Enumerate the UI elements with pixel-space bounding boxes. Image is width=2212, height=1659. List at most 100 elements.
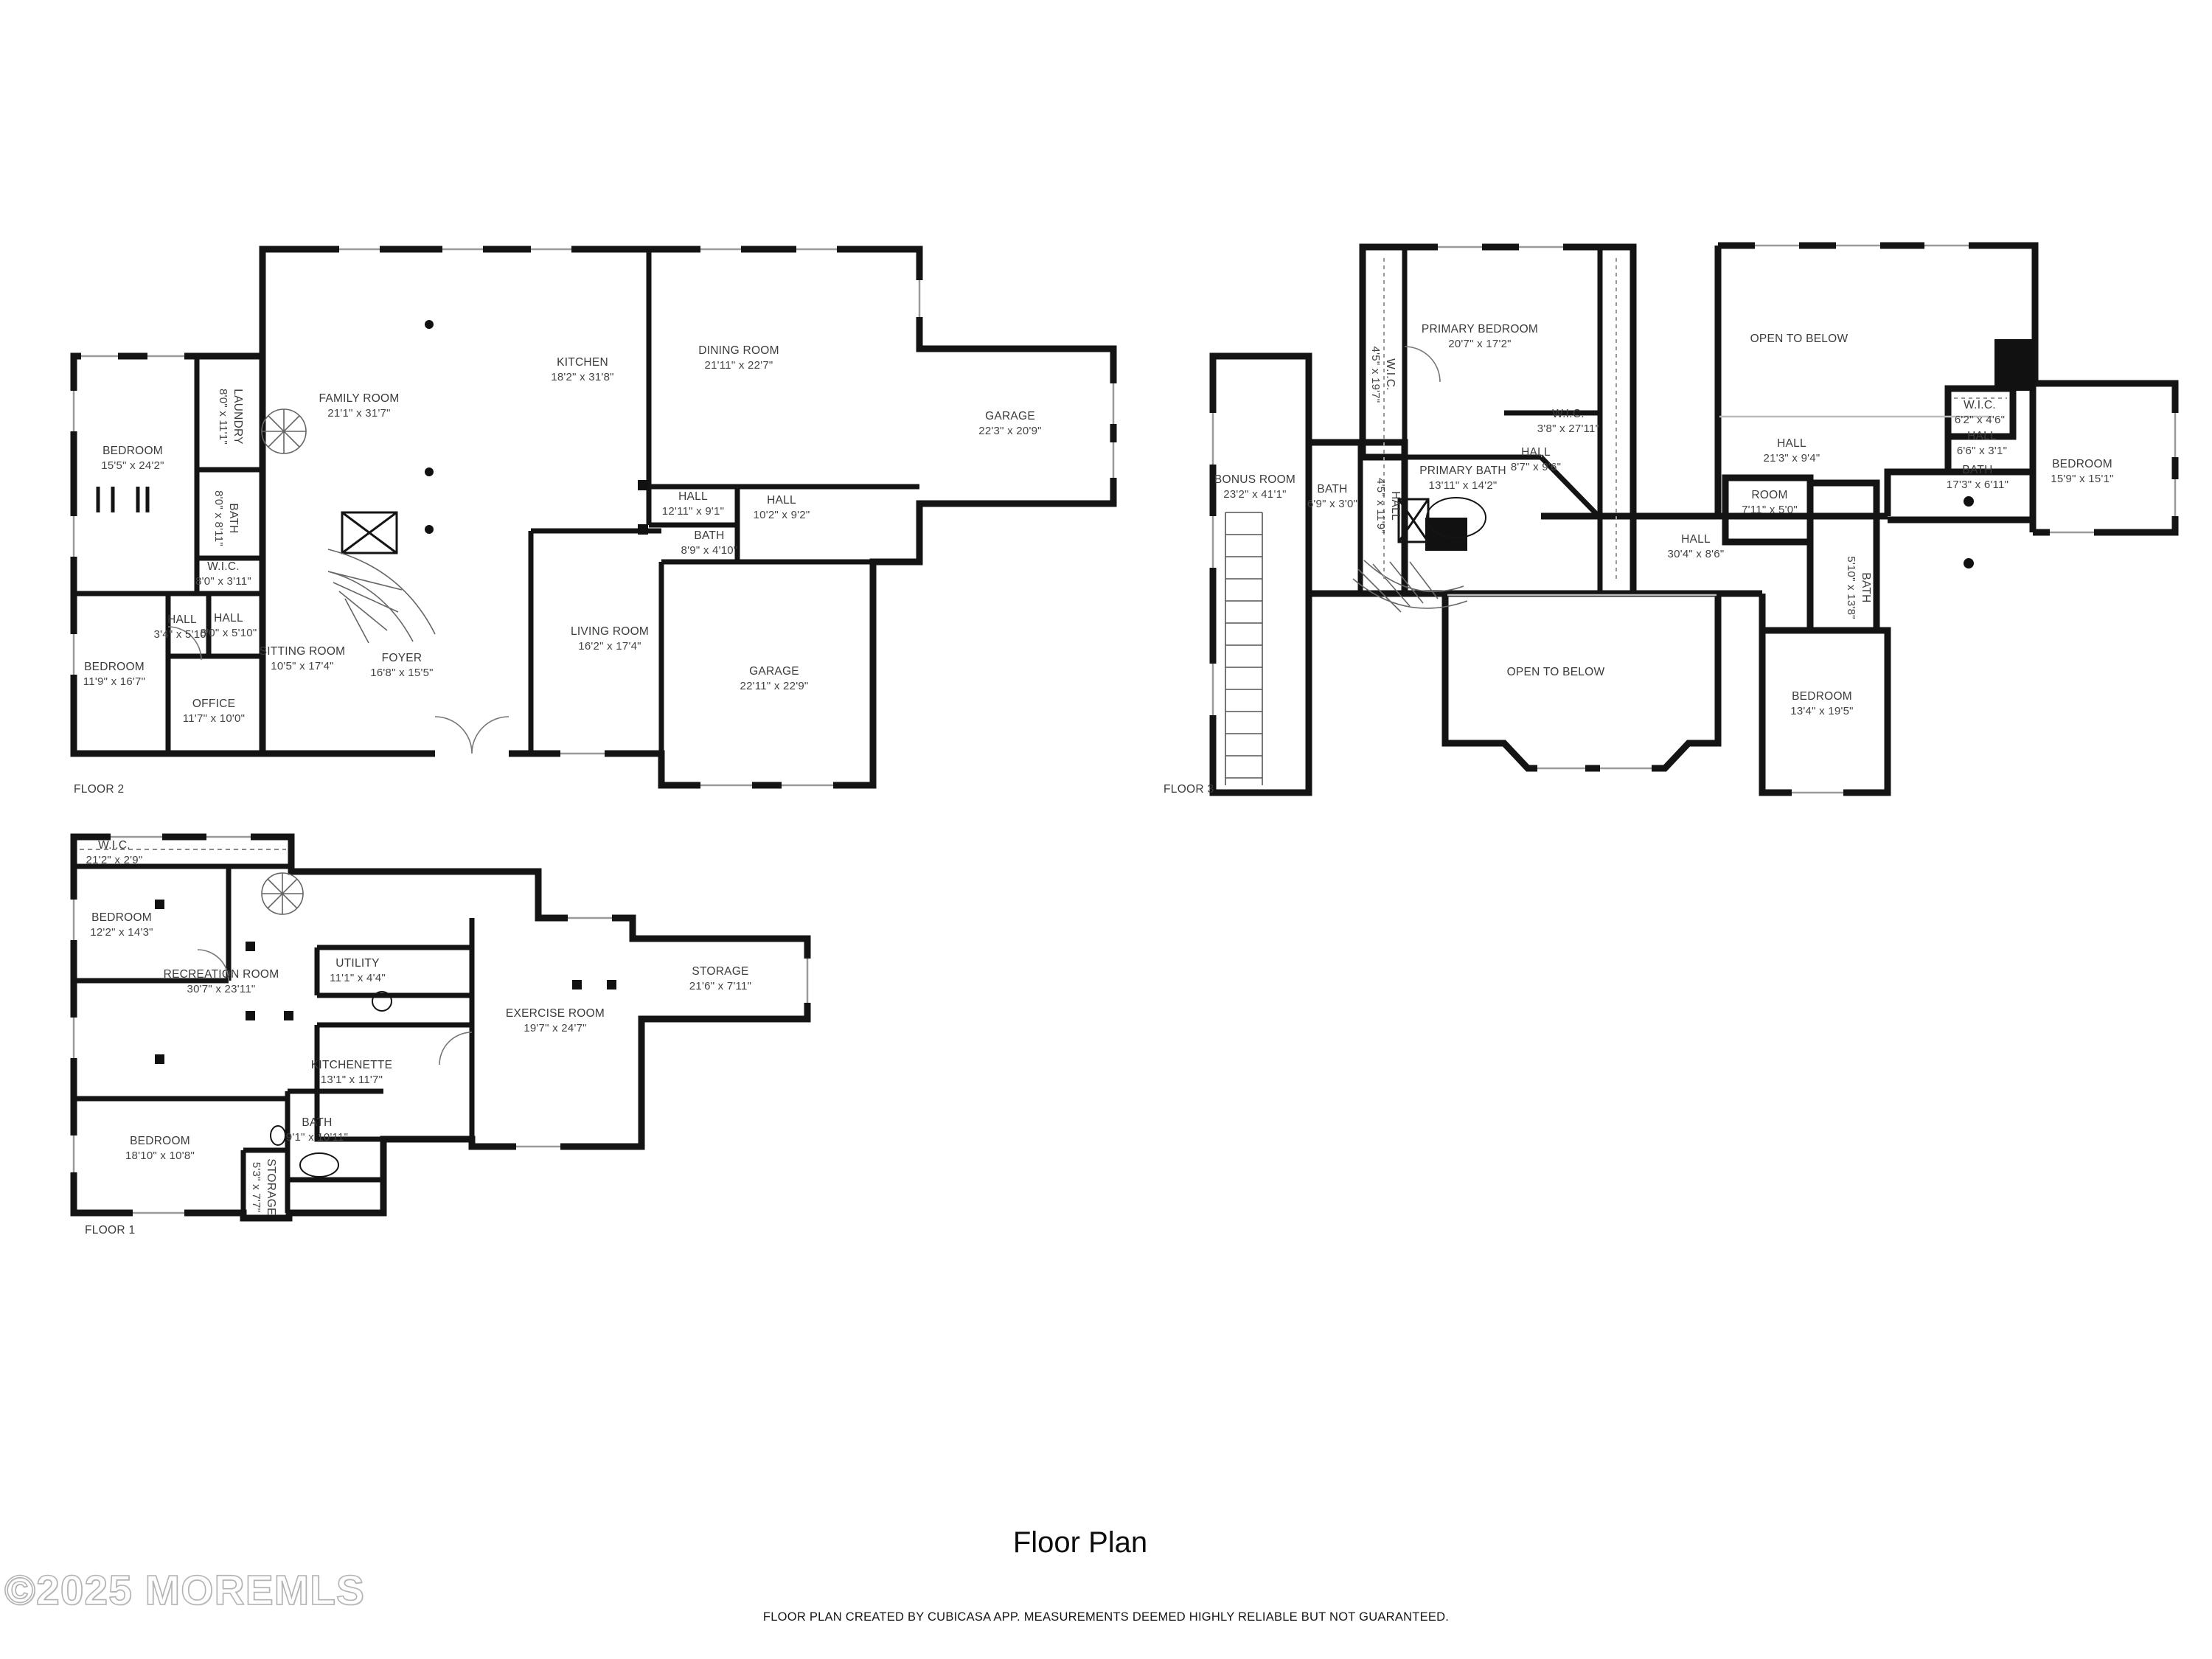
room-dimensions: 21'2" x 2'9" [86, 854, 143, 867]
room-label: KITCHEN 18'2" x 31'8" [551, 355, 614, 385]
room-dimensions: 30'4" x 8'6" [1667, 548, 1725, 561]
room-name: LIVING ROOM [570, 625, 650, 638]
room-name: OPEN TO BELOW [1506, 665, 1605, 678]
room-name: BEDROOM [102, 444, 163, 457]
room-dimensions: 11'1" x 4'4" [330, 972, 386, 985]
room-dimensions: 3'4" x 5'10" [153, 628, 211, 641]
room-name: BEDROOM [84, 660, 145, 673]
room-name: BEDROOM [130, 1134, 190, 1147]
room-name: EXERCISE ROOM [505, 1006, 605, 1020]
room-dimensions: 6'6" x 3'1" [1956, 445, 2008, 458]
room-name: BEDROOM [1792, 689, 1852, 703]
floor-label: FLOOR 1 [85, 1224, 136, 1237]
room-name: LAUNDRY [232, 389, 245, 445]
room-name: KITCHEN [557, 355, 608, 369]
room-name: OFFICE [192, 697, 236, 710]
room-dimensions: 4'5" x 11'9" [1374, 478, 1387, 534]
room-name: BATH [1962, 463, 1993, 476]
room-dimensions: 8'7" x 9'6" [1510, 461, 1562, 474]
room-dimensions: 5'10" x 13'8" [1844, 556, 1857, 619]
room-dimensions: 6'9" x 3'0" [1307, 498, 1358, 511]
room-name: STORAGE [692, 964, 749, 978]
room-label: HALL 30'4" x 8'6" [1668, 532, 1725, 562]
room-dimensions: 10'5" x 17'4" [271, 660, 334, 673]
room-name: RECREATION ROOM [163, 967, 279, 981]
room-label: PRIMARY BATH 13'11" x 14'2" [1419, 464, 1506, 493]
room-dimensions: 6'2" x 4'6" [1954, 414, 2006, 427]
room-name: BATH [1317, 482, 1348, 495]
room-dimensions: 30'7" x 23'11" [187, 983, 256, 996]
room-dimensions: 8'0" x 3'11" [195, 575, 251, 588]
room-dimensions: 13'11" x 14'2" [1428, 479, 1498, 493]
room-name: W.I.C. [98, 838, 131, 852]
room-dimensions: 22'11" x 22'9" [740, 680, 809, 693]
room-name: UTILITY [335, 956, 380, 970]
mls-watermark: ©2025 MOREMLS [4, 1566, 365, 1615]
room-label: HALL 10'2" x 9'2" [754, 493, 810, 523]
room-dimensions: 21'3" x 9'4" [1763, 452, 1820, 465]
room-dimensions: 8'0" x 5'10" [200, 627, 257, 640]
room-name: BONUS ROOM [1214, 473, 1296, 486]
room-name: GARAGE [749, 664, 799, 678]
room-label: OPEN TO BELOW [1507, 665, 1605, 680]
room-name: HALL [214, 611, 243, 625]
room-dimensions: 5'3" x 7'7" [249, 1161, 262, 1213]
room-label: BEDROOM 18'10" x 10'8" [125, 1134, 195, 1164]
room-dimensions: 21'6" x 7'11" [689, 980, 752, 993]
room-dimensions: 12'11" x 9'1" [661, 505, 725, 518]
page-title: Floor Plan [1012, 1526, 1148, 1559]
room-label: W.I.C.4'5" x 19'7" [1368, 347, 1397, 403]
disclaimer-text: FLOOR PLAN CREATED BY CUBICASA APP. MEAS… [762, 1610, 1450, 1624]
room-name: BATH [1860, 572, 1873, 603]
room-name: HALL [1967, 429, 1997, 442]
room-label: W.I.C.8'0" x 3'11" [195, 560, 251, 589]
room-dimensions: 20'7" x 17'2" [1448, 338, 1512, 351]
room-name: STORAGE [265, 1158, 278, 1216]
room-name: DINING ROOM [698, 344, 779, 357]
room-label: W.I.C.6'2" x 4'6" [1955, 398, 2005, 428]
room-name: BATH [302, 1116, 333, 1129]
room-label: HALL 6'6" x 3'1" [1957, 429, 2007, 459]
room-label: GARAGE 22'11" x 22'9" [740, 664, 809, 694]
room-dimensions: 23'2" x 41'1" [1223, 488, 1287, 501]
room-dimensions: 13'1" x 11'7" [320, 1074, 383, 1087]
room-name: HALL [767, 493, 796, 507]
room-dimensions: 9'1" x 10'11" [285, 1131, 349, 1144]
room-dimensions: 10'2" x 9'2" [753, 509, 810, 522]
room-dimensions: 18'2" x 31'8" [551, 371, 614, 384]
room-name: OPEN TO BELOW [1750, 332, 1848, 345]
room-label: OPEN TO BELOW [1750, 332, 1848, 347]
room-name: BATH [694, 529, 725, 542]
window-symbols [69, 241, 2180, 1217]
room-label: UTILITY 11'1" x 4'4" [330, 956, 386, 986]
room-name: PRIMARY BATH [1419, 464, 1506, 477]
room-dimensions: 8'0" x 8'11" [212, 490, 225, 546]
room-name: HALL [678, 490, 708, 503]
room-name: KITCHENETTE [310, 1058, 393, 1071]
room-name: W.I.C. [1384, 358, 1397, 391]
room-label: FAMILY ROOM 21'1" x 31'7" [319, 392, 400, 421]
room-name: HALL [1521, 445, 1551, 459]
room-label: STORAGE 21'6" x 7'11" [689, 964, 751, 994]
room-dimensions: 21'1" x 31'7" [327, 407, 391, 420]
room-name: HALL [1681, 532, 1711, 546]
room-name: FAMILY ROOM [319, 392, 400, 405]
room-dimensions: 17'3" x 6'11" [1946, 479, 2009, 492]
room-dimensions: 18'10" x 10'8" [125, 1150, 195, 1163]
room-name: BATH [227, 503, 240, 534]
